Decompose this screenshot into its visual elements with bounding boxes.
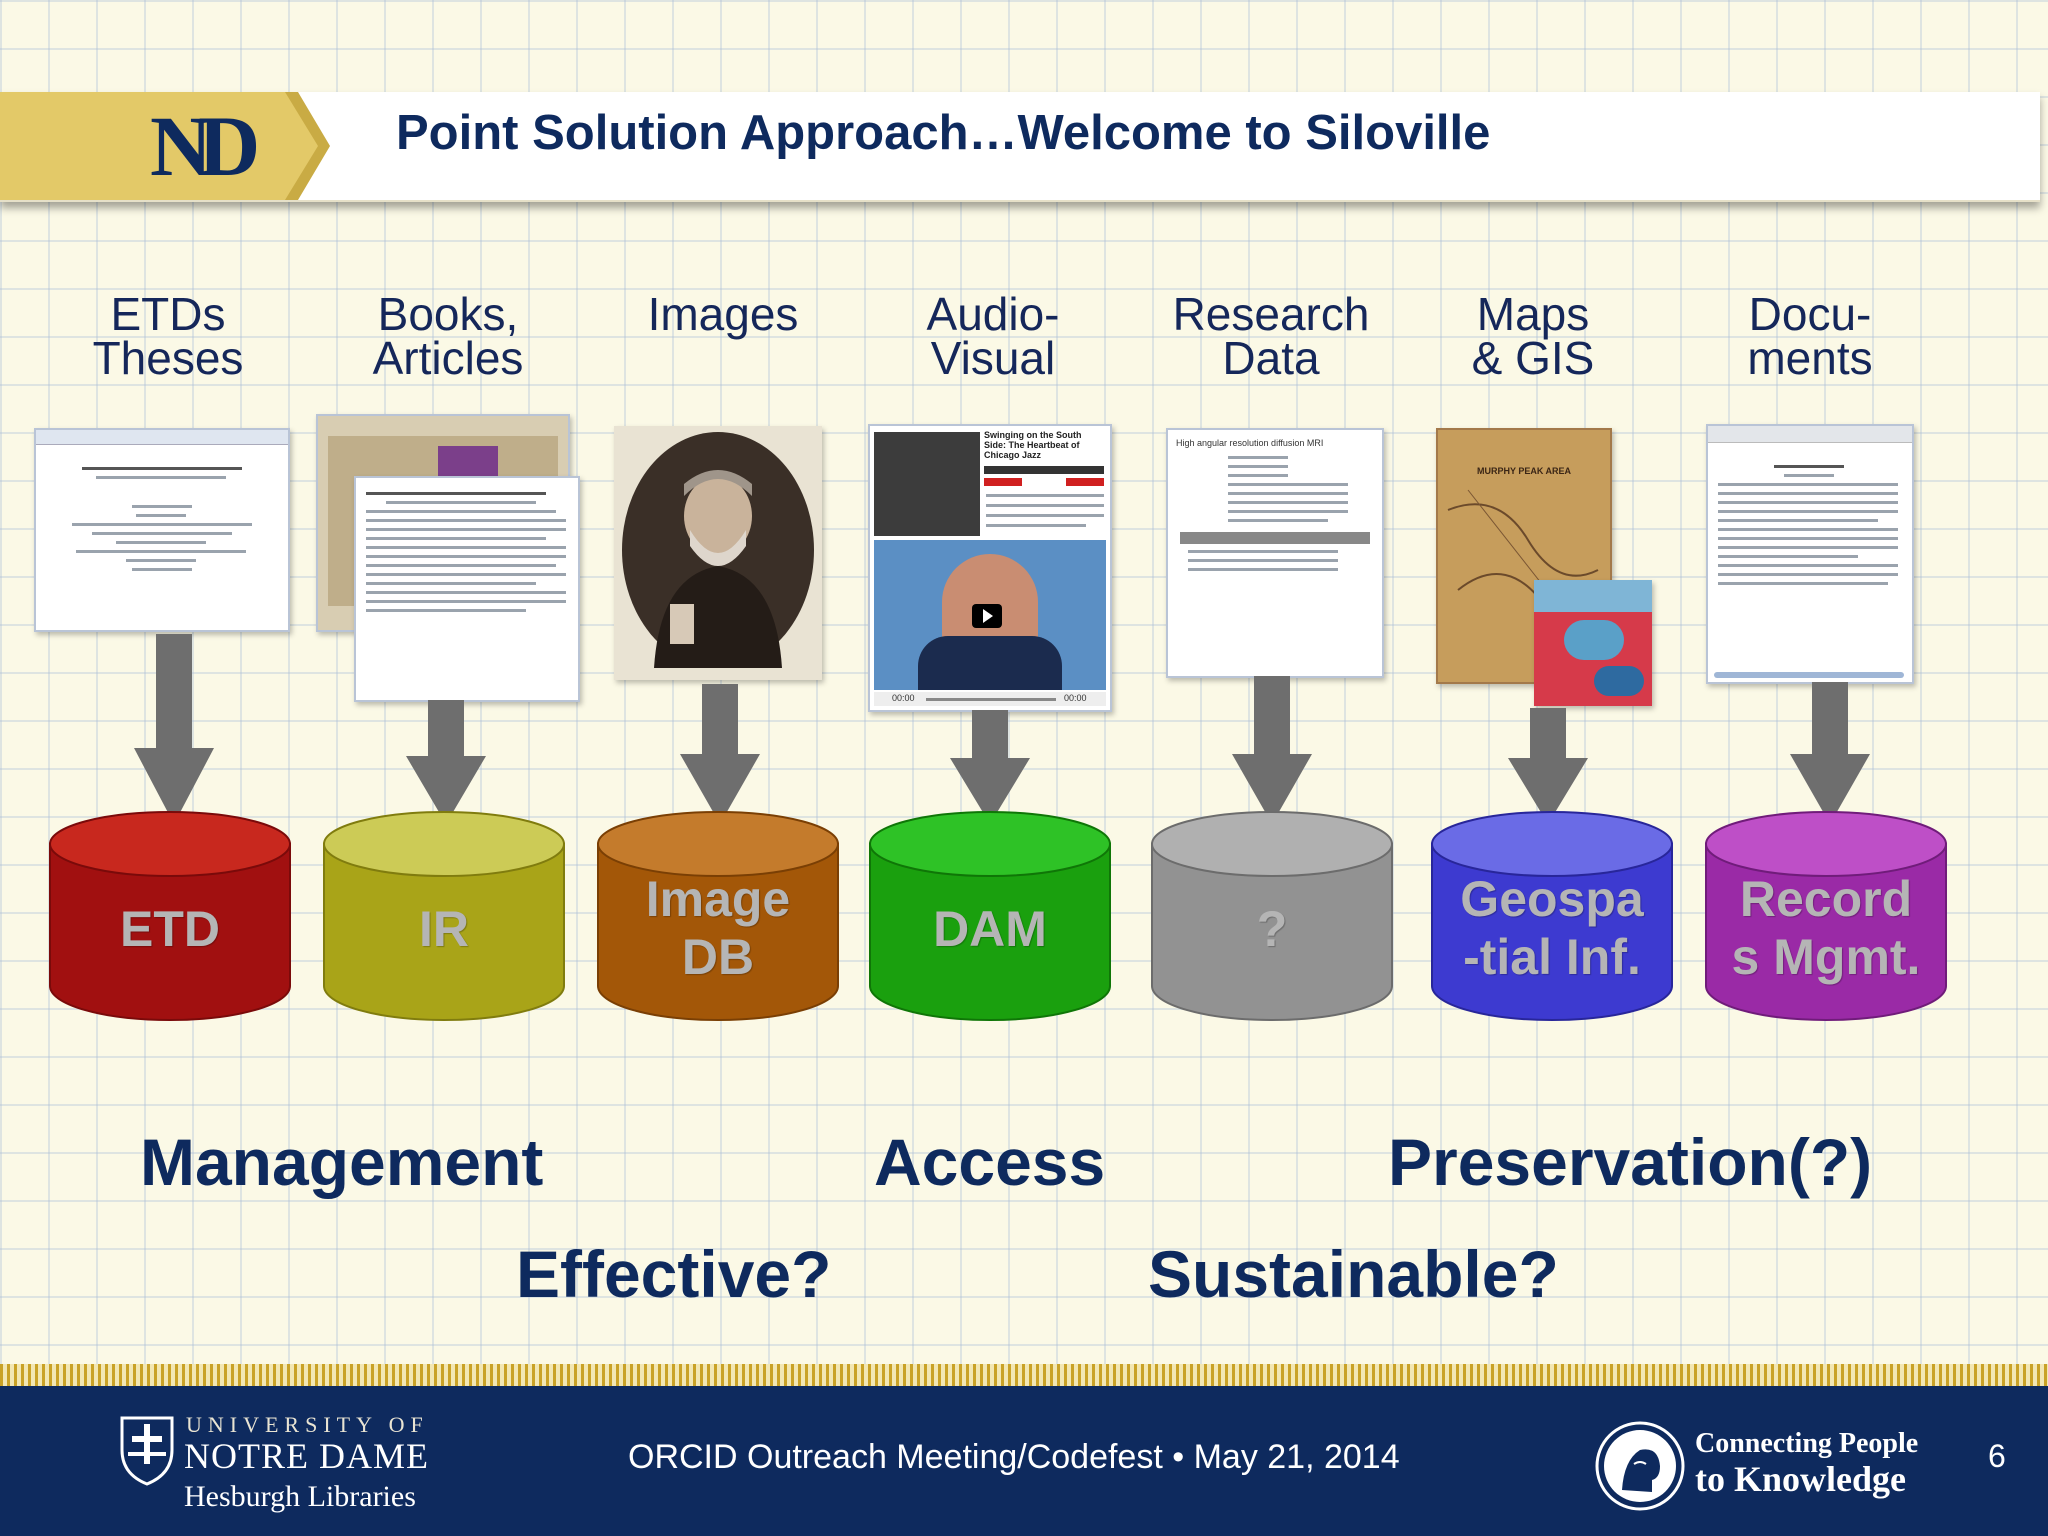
article-page-thumbnail	[354, 476, 580, 702]
nd-logo-icon: ND	[150, 98, 260, 194]
play-icon[interactable]	[972, 604, 1002, 628]
player-time-end: 00:00	[1064, 693, 1087, 703]
arrow-image-db	[680, 684, 760, 824]
category-label-maps-gis: Maps& GIS	[1471, 288, 1595, 384]
page-number: 6	[1988, 1438, 2006, 1474]
research-data-thumbnail: High angular resolution diffusion MRI	[1166, 428, 1384, 678]
silo-image-db	[597, 811, 839, 1021]
audio-visual-thumbnail: Swinging on the South Side: The Heartbea…	[868, 424, 1112, 712]
arrow-records	[1790, 682, 1870, 824]
silo-label-ir: IR	[419, 901, 469, 957]
silo-geospatial	[1431, 811, 1673, 1021]
word-sustainable: Sustainable?	[1148, 1237, 1559, 1311]
silo-dam	[869, 811, 1111, 1021]
silo-etd	[49, 811, 291, 1021]
category-label-documents: Docu-ments	[1747, 288, 1873, 384]
arrow-dam	[950, 710, 1030, 824]
notre-dame-shield-icon	[120, 1416, 174, 1486]
silo-records	[1705, 811, 1947, 1021]
title-band	[0, 92, 2040, 202]
portrait-photo-thumbnail	[614, 426, 822, 680]
historic-map-thumbnail: MURPHY PEAK AREA	[1436, 428, 1612, 684]
footer	[0, 1386, 2048, 1536]
silo-label-dam: DAM	[933, 901, 1047, 957]
arrow-research	[1232, 676, 1312, 824]
silo-unknown	[1151, 811, 1393, 1021]
word-preservation: Preservation(?)	[1388, 1125, 1873, 1199]
tagline-line1: Connecting People	[1695, 1428, 1919, 1459]
document-scrollbar[interactable]	[1714, 672, 1904, 678]
word-access: Access	[874, 1125, 1106, 1199]
silo-label-geospatial: Geospa-tial Inf.	[1460, 871, 1644, 985]
player-time-start: 00:00	[892, 693, 915, 703]
category-label-books: Books,Articles	[372, 288, 524, 384]
silo-label-unknown: ?	[1256, 901, 1288, 957]
satellite-image-thumbnail	[1534, 580, 1652, 706]
arrow-ir	[406, 700, 486, 824]
logo-chevron	[0, 92, 330, 200]
arrow-etd	[134, 634, 214, 824]
footer-stripe	[0, 1364, 2048, 1386]
word-management: Management	[140, 1125, 544, 1199]
word-effective: Effective?	[516, 1237, 832, 1311]
hesburgh-portrait-icon	[1595, 1421, 1685, 1511]
silo-ir	[323, 811, 565, 1021]
meeting-info: ORCID Outreach Meeting/Codefest • May 21…	[628, 1438, 1400, 1476]
tagline-line2: to Knowledge	[1695, 1459, 1906, 1499]
category-label-audio-visual: Audio-Visual	[926, 288, 1060, 384]
etd-thesis-thumbnail	[34, 428, 290, 632]
player-controls[interactable]: 00:00 00:00	[874, 692, 1106, 706]
university-of-label: UNIVERSITY OF	[186, 1412, 429, 1437]
university-name: NOTRE DAME	[184, 1436, 429, 1476]
arrow-geospatial	[1508, 708, 1588, 824]
category-label-images: Images	[647, 288, 799, 340]
library-name: Hesburgh Libraries	[184, 1480, 416, 1513]
document-viewer-thumbnail	[1706, 424, 1914, 684]
page-title: Point Solution Approach…Welcome to Silov…	[396, 106, 1491, 160]
silo-label-etd: ETD	[120, 901, 220, 957]
